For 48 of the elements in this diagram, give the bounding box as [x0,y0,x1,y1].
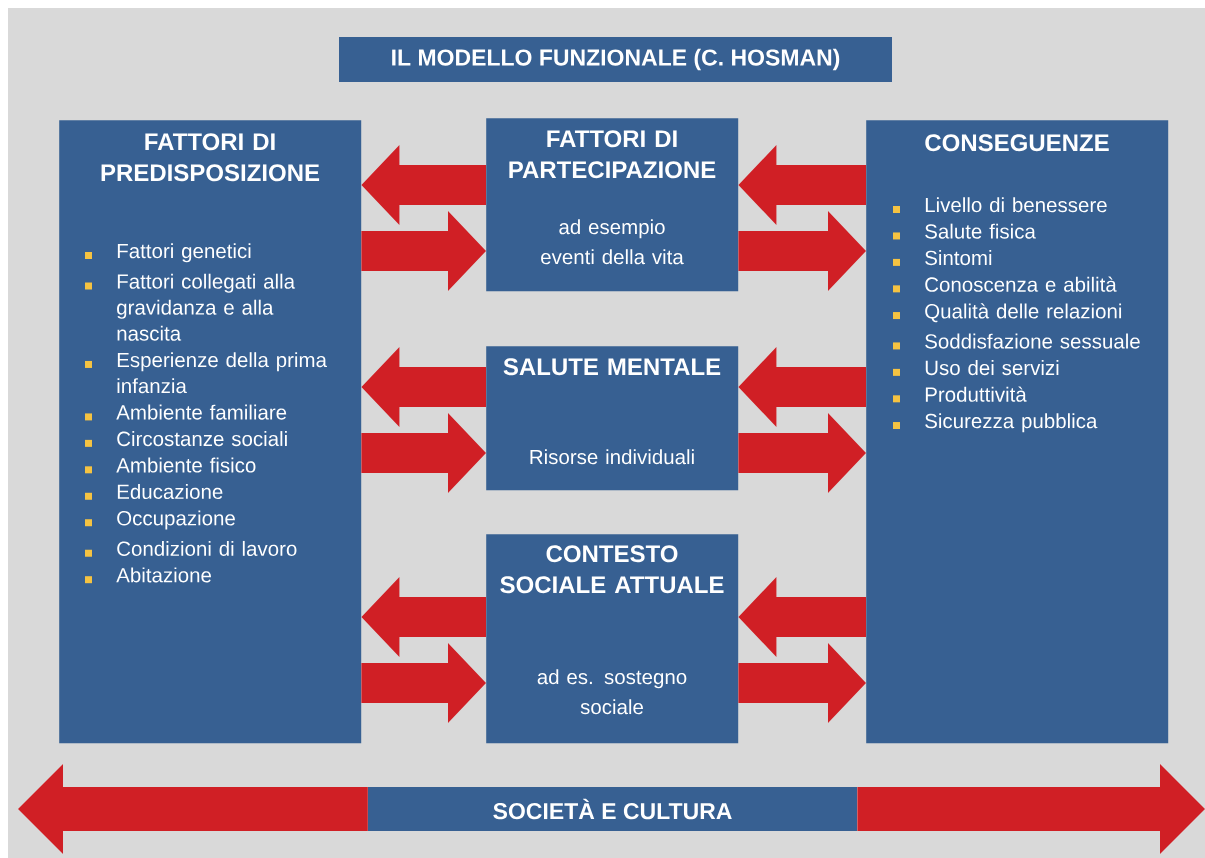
band-box: SOCIETÀ E CULTURA [368,787,857,831]
block-arrow [361,643,486,723]
list-panel [866,120,1169,744]
bullet-item: Qualità delle relazioni [893,303,1122,323]
bullet-item: Sicurezza pubblica [893,413,1098,433]
panel-heading: CONSEGUENZE [925,134,1109,152]
bullet-item: Circostanze sociali [85,431,287,447]
bullet-item: Ambiente familiare [85,404,287,421]
block-arrow [361,211,486,291]
block-arrow [738,347,866,427]
bullet-item: Occupazione [85,510,235,530]
bullet-item: Abitazione [85,567,211,584]
box-heading: SALUTE MENTALE [503,358,721,376]
block-arrow [361,347,486,427]
block-arrow [361,145,486,225]
box-text: ad es. sostegno sociale [537,669,687,715]
bullet-item: Fattori genetici [85,243,251,263]
bullet-item: Soddisfazione sessuale [893,333,1140,350]
factor-box [486,118,739,292]
bullet-item: Condizioni di lavoro [85,540,297,557]
bullet-item: Produttività [893,386,1027,403]
box-text: ad esempio eventi della vita [541,219,684,265]
factor-box [486,534,739,744]
block-arrow [738,145,866,225]
box-heading: CONTESTO SOCIALE ATTUALE [500,545,724,594]
block-arrow [738,577,866,657]
box-heading: FATTORI DI PARTECIPAZIONE [509,130,716,179]
block-arrow [18,764,368,854]
bullet-item: Uso dei servizi [893,360,1059,376]
block-arrow [361,577,486,657]
block-arrow [738,211,866,291]
block-arrow [857,764,1205,854]
bullet-item: Ambiente fisico [85,457,256,474]
bullet-item: Fattori collegati alla gravidanza e alla nascita [85,273,296,341]
title-banner: IL MODELLO FUNZIONALE (C. HOSMAN) [339,37,892,82]
box-text: Risorse individuali [530,449,694,465]
bullet-item: Educazione [85,484,223,500]
list-panel [59,120,362,744]
block-arrow [738,643,866,723]
bullet-item: Salute fisica [893,223,1036,240]
bullet-item: Esperienze della prima infanzia [85,352,327,394]
factor-box [486,346,739,491]
block-arrow [361,413,486,493]
panel-heading: FATTORI DI PREDISPOSIZIONE [101,133,320,182]
bullet-item: Sintomi [893,250,992,266]
block-arrow [738,413,866,493]
bullet-item: Livello di benessere [893,197,1107,213]
bullet-item: Conoscenza e abilità [893,276,1117,293]
